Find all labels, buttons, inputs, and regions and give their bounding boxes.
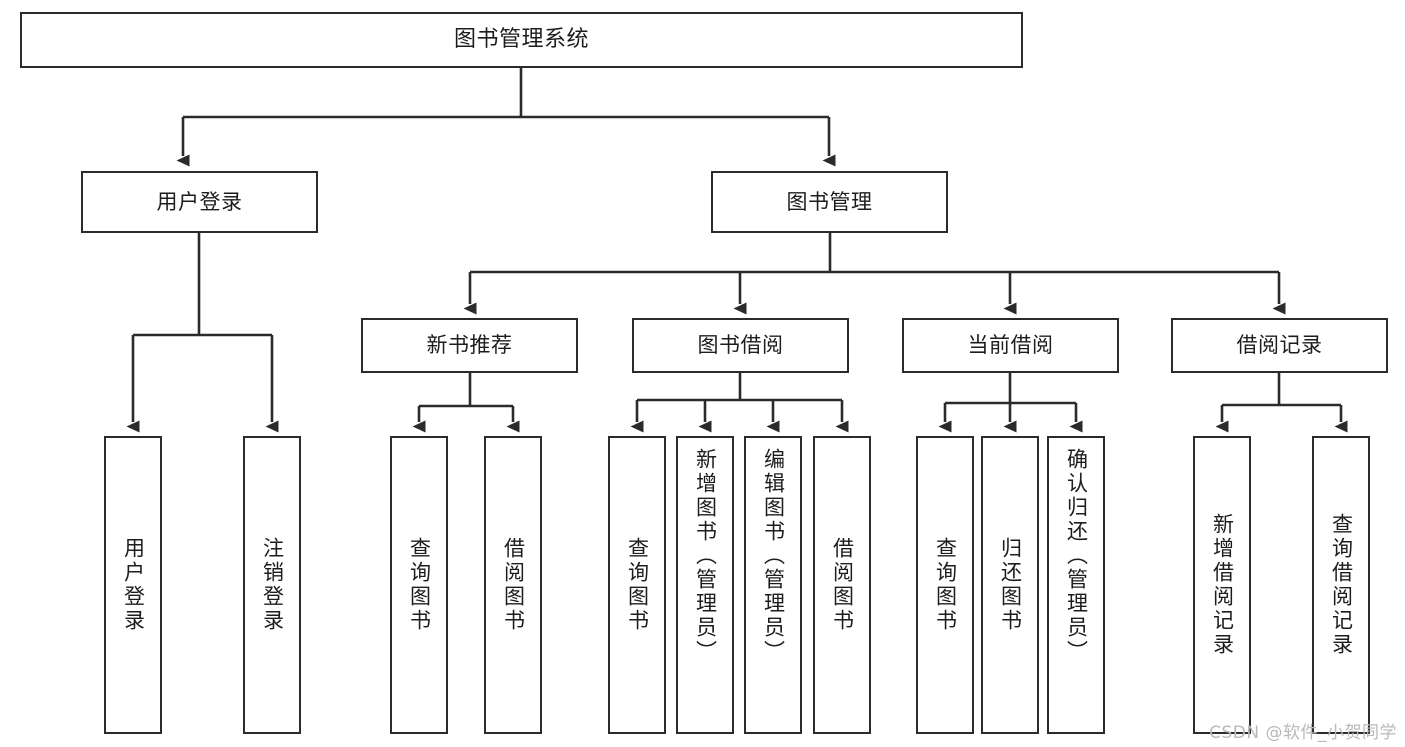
leaf-add-borrow-record[interactable]: 新增借阅记录 — [1193, 436, 1251, 734]
leaf-add-book-admin-label: 新增图书（管理员） — [693, 448, 718, 664]
leaf-edit-book-admin[interactable]: 编辑图书（管理员） — [744, 436, 802, 734]
node-book-borrow[interactable]: 图书借阅 — [632, 318, 849, 373]
leaf-edit-book-admin-label: 编辑图书（管理员） — [761, 448, 786, 664]
leaf-user-login-label: 用户登录 — [121, 537, 146, 633]
leaf-confirm-return-admin[interactable]: 确认归还（管理员） — [1047, 436, 1105, 734]
leaf-add-book-admin[interactable]: 新增图书（管理员） — [676, 436, 734, 734]
leaf-query-book-current[interactable]: 查询图书 — [916, 436, 974, 734]
leaf-borrow-book-newbook-label: 借阅图书 — [501, 537, 526, 633]
node-user-login-label: 用户登录 — [156, 189, 243, 214]
leaf-query-borrow-record-label: 查询借阅记录 — [1329, 513, 1354, 657]
node-book-management[interactable]: 图书管理 — [711, 171, 948, 233]
leaf-borrow-book-borrow-label: 借阅图书 — [830, 537, 855, 633]
leaf-logout[interactable]: 注销登录 — [243, 436, 301, 734]
node-book-borrow-label: 图书借阅 — [697, 333, 784, 358]
leaf-query-borrow-record[interactable]: 查询借阅记录 — [1312, 436, 1370, 734]
node-new-book-recommend[interactable]: 新书推荐 — [361, 318, 578, 373]
leaf-user-login[interactable]: 用户登录 — [104, 436, 162, 734]
csdn-watermark: CSDN @软件_小贺同学 — [1209, 723, 1397, 743]
leaf-query-book-newbook-label: 查询图书 — [407, 537, 432, 633]
leaf-query-book-newbook[interactable]: 查询图书 — [390, 436, 448, 734]
leaf-query-book-borrow-label: 查询图书 — [625, 537, 650, 633]
node-user-login[interactable]: 用户登录 — [81, 171, 318, 233]
leaf-return-book-label: 归还图书 — [998, 537, 1023, 633]
node-borrow-records-label: 借阅记录 — [1236, 333, 1323, 358]
leaf-query-book-current-label: 查询图书 — [933, 537, 958, 633]
leaf-borrow-book-newbook[interactable]: 借阅图书 — [484, 436, 542, 734]
leaf-add-borrow-record-label: 新增借阅记录 — [1210, 513, 1235, 657]
node-current-borrow-label: 当前借阅 — [967, 333, 1054, 358]
node-root[interactable]: 图书管理系统 — [20, 12, 1023, 68]
leaf-confirm-return-admin-label: 确认归还（管理员） — [1064, 448, 1089, 664]
node-borrow-records[interactable]: 借阅记录 — [1171, 318, 1388, 373]
leaf-query-book-borrow[interactable]: 查询图书 — [608, 436, 666, 734]
node-root-label: 图书管理系统 — [453, 27, 589, 53]
node-new-book-recommend-label: 新书推荐 — [426, 333, 513, 358]
node-book-management-label: 图书管理 — [786, 189, 873, 214]
leaf-borrow-book-borrow[interactable]: 借阅图书 — [813, 436, 871, 734]
node-current-borrow[interactable]: 当前借阅 — [902, 318, 1119, 373]
leaf-return-book[interactable]: 归还图书 — [981, 436, 1039, 734]
leaf-logout-label: 注销登录 — [260, 537, 285, 633]
